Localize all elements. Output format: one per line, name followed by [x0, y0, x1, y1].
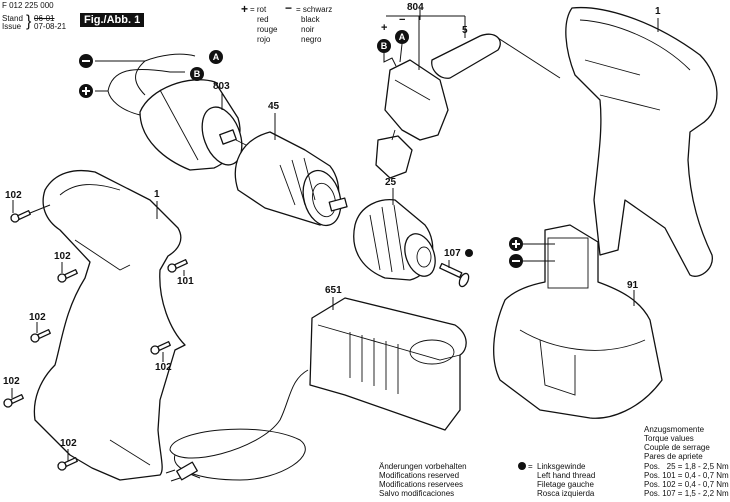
marker-b-switch: B [377, 39, 391, 53]
label-102-c: 102 [29, 312, 46, 323]
screw-102-a[interactable] [10, 210, 31, 223]
svg-text:B: B [194, 69, 201, 79]
gearbox-45[interactable] [234, 131, 348, 230]
housing-right-1[interactable] [565, 6, 718, 277]
plus-symbol: + [241, 2, 249, 16]
battery-91[interactable] [493, 224, 663, 419]
torque-title-de: Anzugsmomente [644, 425, 705, 434]
torque-pos-101: Pos. 101 = 0,4 - 0,7 Nm [644, 471, 729, 480]
torque-title-en: Torque values [644, 434, 694, 443]
part-number: F 012 225 000 [2, 1, 54, 10]
stand-value: 06-01 [34, 14, 55, 23]
label-1-right: 1 [655, 6, 661, 17]
left-thread-fr: Filetage gauche [537, 480, 594, 489]
marker-plus-battery [509, 237, 523, 251]
label-102-e: 102 [3, 376, 20, 387]
left-thread-de: Linksgewinde [537, 462, 586, 471]
plus-color-fr: rouge [257, 25, 278, 34]
motor-wire-black [95, 53, 196, 62]
modifications-es: Salvo modificaciones [379, 489, 455, 498]
plus-color-en: red [257, 15, 269, 24]
marker-plus-motor [79, 84, 93, 98]
torque-pos-102: Pos. 102 = 0,4 - 0,7 Nm [644, 480, 729, 489]
screw-102-c[interactable] [30, 329, 51, 343]
charger-651[interactable] [309, 297, 467, 431]
label-107: 107 [444, 248, 461, 259]
label-102-b: 102 [54, 251, 71, 262]
svg-text:B: B [381, 41, 388, 51]
plus-color-de: = rot [250, 5, 267, 14]
label-651: 651 [325, 285, 342, 296]
switch-minus-label: − [399, 14, 406, 26]
left-thread-eq: = [528, 462, 533, 471]
label-25: 25 [385, 177, 397, 188]
left-thread-marker-107 [465, 249, 473, 257]
label-102-f: 102 [60, 438, 77, 449]
switch-804[interactable] [375, 59, 449, 179]
marker-minus-motor [79, 54, 93, 68]
charger-cord [169, 369, 309, 481]
screw-101[interactable] [167, 259, 188, 273]
label-102-d: 102 [155, 362, 172, 373]
minus-color-en: black [301, 15, 320, 24]
motor-803[interactable] [139, 79, 253, 171]
minus-symbol: − [285, 1, 293, 15]
label-102-a: 102 [5, 190, 22, 201]
screw-102-f[interactable] [57, 457, 78, 471]
svg-text:A: A [213, 52, 220, 62]
screw-102-e[interactable] [3, 394, 24, 408]
marker-a-switch: A [395, 30, 409, 44]
marker-b-motor: B [190, 67, 204, 81]
plug[interactable] [165, 461, 198, 482]
screw-102-d[interactable] [150, 341, 171, 355]
torque-title-fr: Couple de serrage [644, 443, 710, 452]
issue-value: 07-08-21 [34, 22, 67, 31]
bracket: } [26, 13, 32, 30]
label-5: 5 [462, 25, 468, 36]
label-1-left: 1 [154, 189, 160, 200]
chuck-25[interactable] [353, 199, 441, 281]
motor-wire-red [95, 69, 185, 92]
left-thread-es: Rosca izquierda [537, 489, 595, 498]
stand-label: Stand [2, 14, 23, 23]
torque-pos-25: Pos. 25 = 1,8 - 2,5 Nm [644, 462, 729, 471]
figure-label: Fig./Abb. 1 [80, 13, 145, 27]
label-803: 803 [213, 81, 230, 92]
issue-label: Issue [2, 22, 22, 31]
torque-pos-107: Pos. 107 = 1,5 - 2,2 Nm [644, 489, 729, 498]
marker-a-motor: A [209, 50, 223, 64]
left-thread-legend-dot [518, 462, 526, 470]
switch-plus-label: + [381, 22, 388, 34]
modifications-de: Änderungen vorbehalten [379, 462, 467, 471]
housing-left-1[interactable] [33, 169, 186, 481]
modifications-en: Modifications reserved [379, 471, 460, 480]
marker-minus-battery [509, 254, 523, 268]
left-thread-en: Left hand thread [537, 471, 596, 480]
label-45: 45 [268, 101, 280, 112]
label-804: 804 [407, 2, 424, 13]
modifications-fr: Modifications reservees [379, 480, 464, 489]
plus-color-es: rojo [257, 35, 271, 44]
minus-color-es: negro [301, 35, 322, 44]
label-91: 91 [627, 280, 639, 291]
switch-cover-5[interactable] [431, 33, 501, 79]
torque-title-es: Pares de apriete [644, 452, 703, 461]
minus-color-fr: noir [301, 25, 315, 34]
minus-color-de: = schwarz [296, 5, 333, 14]
svg-text:A: A [399, 32, 406, 42]
screw-102-b[interactable] [57, 269, 78, 283]
label-101: 101 [177, 276, 194, 287]
screw-107[interactable] [439, 262, 471, 288]
